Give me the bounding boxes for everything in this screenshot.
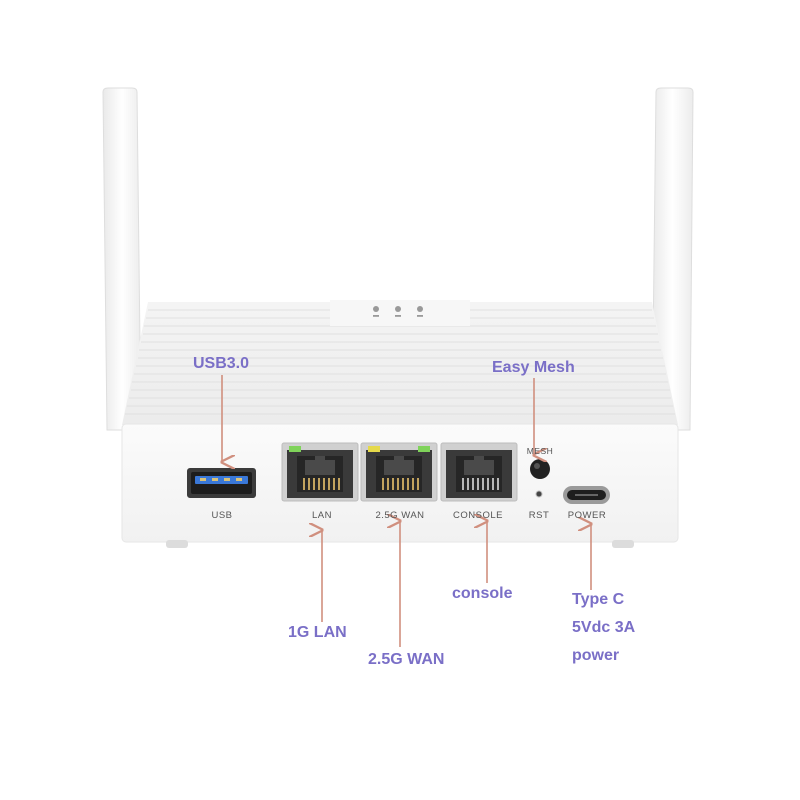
easy-mesh-callout: Easy Mesh [492, 359, 575, 376]
wan-port [360, 442, 438, 502]
rst-label: RST [528, 510, 550, 521]
wan-port-label: 2.5G WAN [375, 510, 425, 521]
usb3-callout: USB3.0 [193, 355, 250, 372]
router-top [122, 300, 678, 425]
mesh-button-icon [530, 459, 550, 479]
mesh-button-label: MESH [526, 446, 554, 456]
console-callout: console [452, 585, 513, 602]
typec-callout-line1: Type C [572, 591, 625, 608]
status-led-icons [373, 306, 423, 317]
lan-port-label: LAN [312, 510, 332, 521]
wan-led-yellow-icon [368, 446, 380, 452]
console-port [440, 442, 518, 502]
lan-port [281, 442, 359, 502]
usb3-port [187, 468, 256, 498]
console-port-label: CONSOLE [453, 510, 503, 521]
left-antenna [102, 87, 142, 431]
reset-hole-icon [535, 490, 543, 498]
wan-25g-callout: 2.5G WAN [368, 651, 445, 668]
wan-led-green-icon [418, 446, 430, 452]
right-antenna [651, 87, 694, 431]
typec-port [563, 486, 610, 504]
lan-1g-callout: 1G LAN [288, 624, 347, 641]
typec-callout-line3: power [572, 647, 620, 664]
lan-led-icon [289, 446, 301, 452]
usb-port-label: USB [211, 510, 233, 521]
power-port-label: POWER [567, 510, 607, 521]
typec-callout-line2: 5Vdc 3A [572, 619, 636, 636]
